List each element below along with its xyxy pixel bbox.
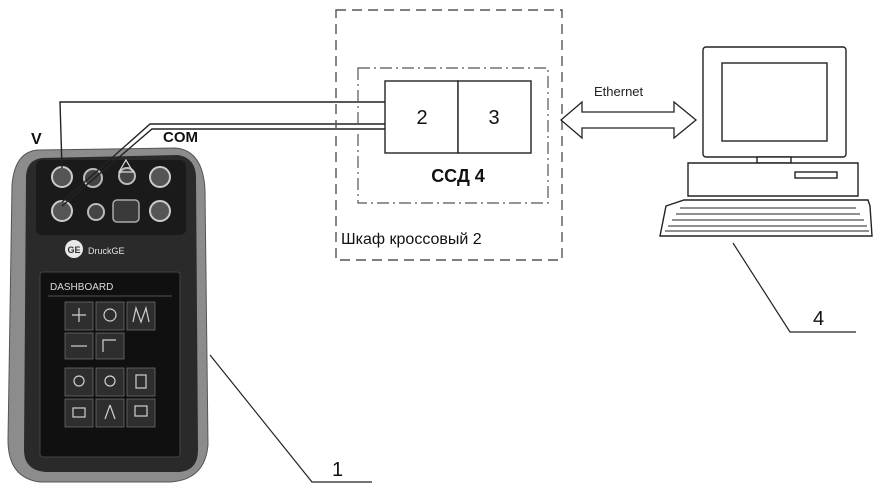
ethernet-label: Ethernet	[594, 84, 644, 99]
terminal-4	[149, 166, 171, 188]
ssd-outline	[357, 67, 549, 204]
plus-icon	[72, 308, 86, 322]
app-tile	[95, 301, 125, 331]
app-tile	[126, 367, 156, 397]
document-icon	[135, 374, 147, 389]
system-unit	[687, 162, 859, 197]
calibrator-device: GE DruckGE DASHBOARD	[7, 147, 209, 483]
callout-pc-number: 4	[813, 308, 824, 330]
callout-device	[209, 354, 372, 483]
computer	[659, 46, 873, 237]
step-icon	[102, 339, 116, 352]
keyboard-keys	[665, 207, 869, 232]
monitor-screen	[721, 62, 828, 142]
port-connector	[112, 199, 140, 223]
ssd-label: ССД 4	[431, 166, 485, 186]
folder-icon	[72, 407, 86, 418]
app-tile	[64, 398, 94, 428]
drive-slot	[794, 171, 838, 179]
module-block: 2 3	[384, 80, 532, 154]
callout-device-number: 1	[332, 459, 343, 481]
module-2-label: 2	[416, 107, 427, 129]
info-icon	[104, 375, 116, 387]
app-tile	[126, 301, 156, 331]
warning-triangle-icon	[117, 158, 135, 173]
label-v: V	[31, 131, 42, 148]
keyboard	[659, 199, 873, 237]
terminal-com	[51, 200, 73, 222]
wires	[59, 101, 385, 207]
app-tile	[95, 367, 125, 397]
screen-app-icons	[71, 305, 150, 420]
ethernet-arrow	[560, 100, 698, 140]
ge-logo-icon	[65, 240, 83, 258]
label-com: COM	[163, 129, 198, 146]
app-tile	[64, 367, 94, 397]
wire-v	[59, 101, 385, 169]
app-tile	[95, 398, 125, 428]
module-3-label: 3	[488, 107, 499, 129]
callout-device-line	[209, 354, 372, 483]
brand-text: DruckGE	[88, 246, 125, 256]
terminal-8	[149, 200, 171, 222]
app-tile	[126, 398, 156, 428]
screen-app-grid	[64, 301, 156, 428]
terminal-6	[87, 203, 105, 221]
monitor-icon	[134, 405, 148, 417]
device-screen	[39, 271, 181, 458]
monitor-neck	[756, 156, 792, 164]
cabinet-label: Шкаф кроссовый 2	[341, 231, 482, 248]
screen-title: DASHBOARD	[50, 282, 113, 293]
module-2	[384, 80, 459, 154]
gauge-icon	[103, 308, 117, 322]
wire-com-outer	[61, 123, 385, 203]
module-3	[457, 80, 532, 154]
terminal-v	[51, 166, 73, 188]
callout-pc	[732, 242, 856, 333]
settings-icon	[73, 375, 85, 387]
cabinet-outline	[335, 9, 563, 261]
ge-logo-text: GE	[67, 245, 80, 255]
callout-pc-line	[732, 242, 856, 333]
terminal-panel	[36, 160, 186, 235]
app-tile	[95, 332, 125, 360]
wave-icon	[132, 305, 150, 324]
wire-com-inner	[61, 128, 385, 207]
person-icon	[104, 404, 116, 420]
